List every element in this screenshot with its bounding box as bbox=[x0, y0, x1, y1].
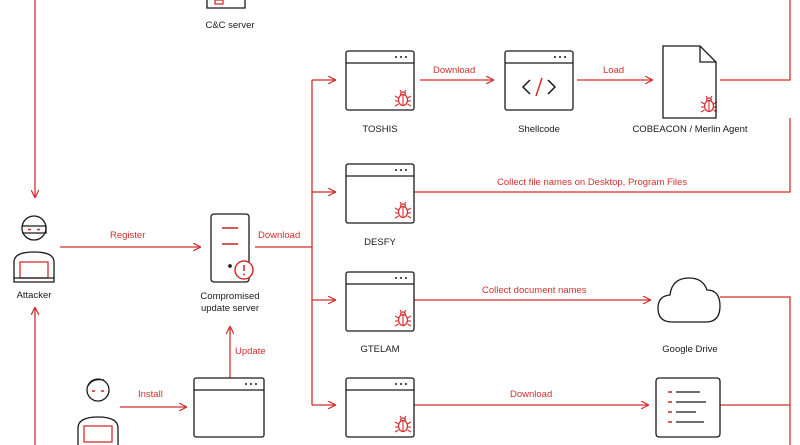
edge-cobeacon-to-cc bbox=[720, 0, 791, 81]
edge-label-download-bottom: Download bbox=[510, 389, 553, 400]
edge-label-collect-desktop: Collect file names on Desktop, Program F… bbox=[497, 177, 688, 188]
connectors bbox=[35, 0, 791, 445]
alert-icon bbox=[234, 260, 254, 280]
bug-icon bbox=[394, 89, 412, 107]
edge-label-register: Register bbox=[110, 230, 146, 241]
bug-icon bbox=[394, 201, 412, 219]
edge-label-download-toshis: Download bbox=[433, 65, 476, 76]
user-icon bbox=[13, 215, 55, 278]
list-document-icon bbox=[655, 377, 721, 438]
edge-label-download-server: Download bbox=[258, 230, 301, 241]
browser-window-icon bbox=[193, 50, 574, 438]
user-icon bbox=[77, 378, 119, 445]
node-label-cc-server: C&C server bbox=[205, 20, 255, 31]
bug-icon bbox=[394, 415, 412, 433]
code-icon bbox=[521, 77, 557, 97]
edge-label-update: Update bbox=[235, 346, 266, 357]
node-label-shellcode: Shellcode bbox=[518, 124, 560, 135]
node-label-compromised-server: Compromised update server bbox=[200, 291, 260, 314]
node-label-google-drive: Google Drive bbox=[662, 344, 718, 355]
server-icon bbox=[210, 213, 250, 283]
edge-collect-desktop bbox=[414, 118, 791, 193]
bug-icon bbox=[700, 95, 718, 113]
bug-icon bbox=[394, 309, 412, 327]
server-icon bbox=[206, 0, 246, 9]
window-dots bbox=[245, 56, 566, 385]
node-label-desfy: DESFY bbox=[364, 237, 396, 248]
edge-label-collect-documents: Collect document names bbox=[482, 285, 587, 296]
edge-label-install: Install bbox=[138, 389, 163, 400]
edge-drive-right bbox=[720, 296, 791, 445]
laptop-icon bbox=[13, 261, 55, 283]
document-file-icon bbox=[662, 45, 717, 119]
cloud-icon bbox=[657, 277, 721, 323]
edge-label-load: Load bbox=[603, 65, 625, 76]
node-label-gtelam: GTELAM bbox=[360, 344, 400, 355]
node-label-cobeacon: COBEACON / Merlin Agent bbox=[632, 124, 748, 135]
node-label-attacker: Attacker bbox=[16, 290, 52, 301]
node-label-toshis: TOSHIS bbox=[362, 124, 398, 135]
